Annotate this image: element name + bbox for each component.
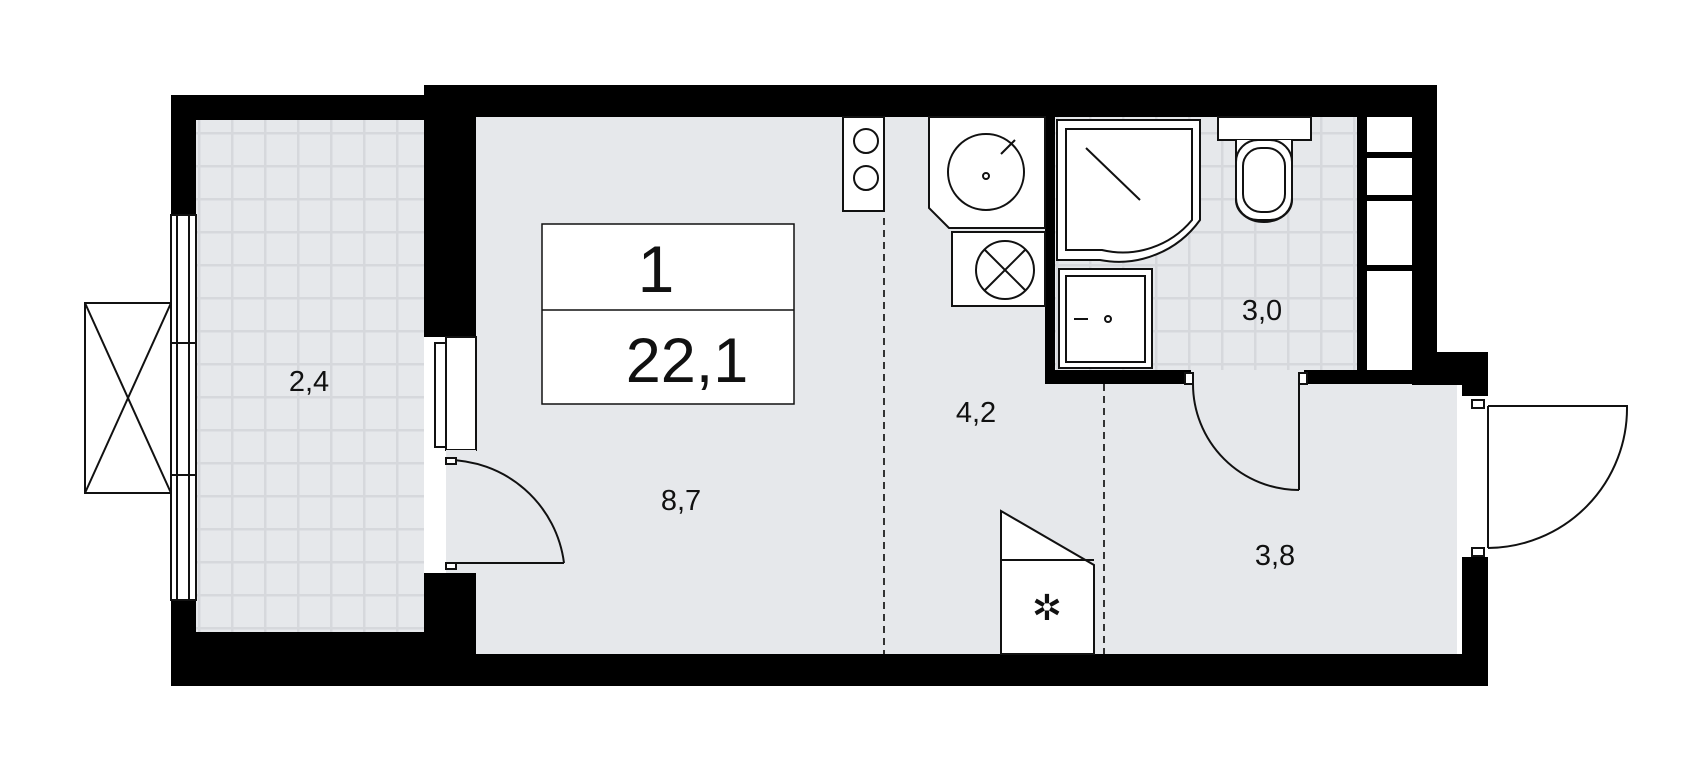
walls [171, 85, 1488, 686]
partition-wall-upper [424, 85, 476, 337]
balcony-door-window [434, 336, 477, 451]
outer-wall-top [425, 85, 1437, 117]
entrance-door [1462, 396, 1629, 557]
ac-unit [84, 302, 172, 494]
bathroom-sink [1058, 268, 1153, 369]
shelf-rack [1362, 152, 1412, 271]
summary-box: 1 22,1 [541, 223, 795, 405]
svg-text:✲: ✲ [1032, 588, 1062, 629]
room-labels: 2,4 8,7 4,2 3,0 3,8 [289, 295, 1295, 572]
balcony-floor [196, 120, 424, 632]
bathroom-wall-bottom-b [1304, 370, 1437, 384]
right-wall-corner [1462, 352, 1488, 396]
hall-area: 3,8 [1255, 540, 1295, 572]
kitchen-sink [928, 116, 1046, 229]
bathroom-area: 3,0 [1242, 295, 1282, 327]
bathroom-wall-right [1357, 117, 1367, 384]
bathroom-wall-bottom-a [1045, 370, 1191, 384]
bathroom-door [1184, 370, 1308, 491]
toilet [1217, 116, 1312, 223]
right-wall-upper [1412, 85, 1437, 385]
shower-tray [1056, 119, 1201, 263]
total-area: 22,1 [626, 326, 749, 396]
right-wall-lower [1462, 557, 1488, 686]
fridge: ✲ [1000, 509, 1095, 655]
balcony-area: 2,4 [289, 366, 329, 398]
room-count: 1 [638, 232, 675, 306]
balcony-window [170, 214, 197, 601]
partition-wall-lower [424, 573, 476, 686]
balcony-wall-left-top [171, 95, 196, 215]
balcony-door [445, 450, 565, 573]
bathroom-wall-left [1045, 117, 1055, 384]
hall-floor [1104, 384, 1457, 654]
kitchen-area: 4,2 [956, 397, 996, 429]
zone-dividers [883, 218, 1105, 654]
washing-machine [951, 231, 1046, 307]
living-room-area: 8,7 [661, 485, 701, 517]
balcony-wall-top [171, 95, 425, 120]
cooktop [842, 116, 885, 212]
